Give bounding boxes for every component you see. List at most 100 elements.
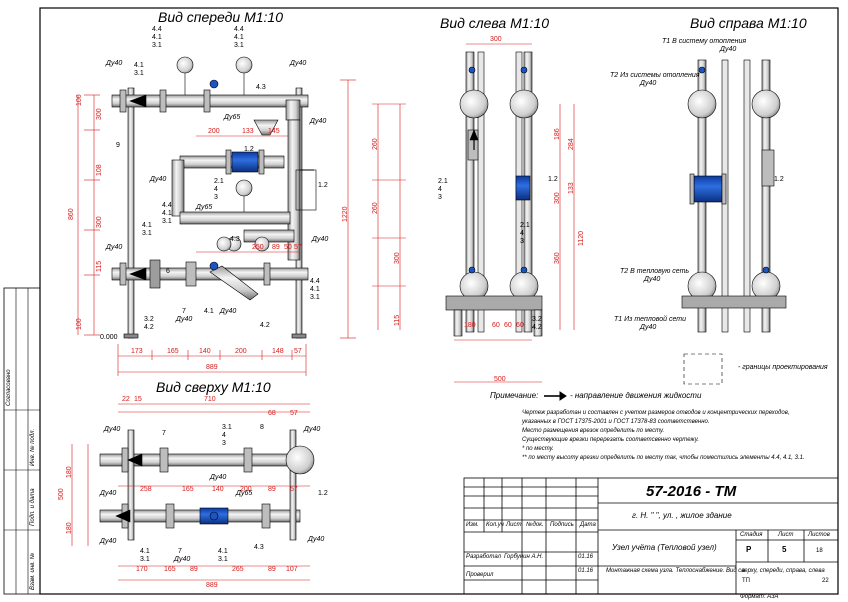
dim-top-b4: 265 — [232, 566, 244, 573]
label-4: 4 — [520, 230, 524, 237]
label-3: 3 — [438, 194, 442, 201]
label-1-2: 1.2 — [318, 490, 328, 497]
dim-front-pipe-3: 145 — [268, 128, 280, 135]
label-3-1: 3.1 — [162, 218, 172, 225]
label-4-1: 4.1 — [310, 286, 320, 293]
left-dimensions — [372, 43, 575, 383]
sheet-header: Лист — [778, 532, 794, 538]
label-1-2: 1.2 — [774, 176, 784, 183]
top-dimensions — [71, 403, 310, 581]
label-3-1: 3.1 — [222, 424, 232, 431]
dim-front-left-total: 860 — [68, 208, 75, 220]
document-number: 57-2016 - ТМ — [646, 483, 737, 500]
dim-front-left-6: 100 — [76, 318, 83, 330]
dim-top-m2: 165 — [182, 486, 194, 493]
label-9: 9 — [116, 142, 120, 149]
label-3-1: 3.1 — [152, 42, 162, 49]
label-du40: Ду40 — [308, 536, 325, 543]
dim-left-top: 300 — [490, 36, 502, 43]
sheets-header: Листов — [808, 532, 830, 538]
note-arrow-text: - направление движения жидкости — [570, 391, 702, 400]
label-2-1: 2.1 — [214, 178, 224, 185]
label-4-3: 4.3 — [254, 544, 264, 551]
label-4-2: 4.2 — [144, 324, 154, 331]
dim-top-l1: 180 — [66, 466, 73, 478]
dim-top-m1: 258 — [140, 486, 152, 493]
label-4-1: 4.1 — [134, 62, 144, 69]
label-4-4: 4.4 — [310, 278, 320, 285]
object-address: г. Н. " ", ул. , жилое здание — [632, 511, 732, 520]
label-du40: Ду40 — [176, 316, 193, 323]
dim-left-r1: 186 — [554, 128, 561, 140]
label-3-1: 3.1 — [310, 294, 320, 301]
title-block-lines — [463, 477, 839, 595]
dim-left-b3: 60 — [504, 322, 512, 329]
object-name: Узел учёта (Тепловой узел) — [612, 543, 717, 552]
stage-value: Р — [746, 545, 752, 554]
label-3: 3 — [520, 238, 524, 245]
label-7: 7 — [178, 548, 182, 555]
dim-left-b1: 180 — [464, 322, 476, 329]
label-du40: Ду40 — [150, 176, 167, 183]
label-4-1: 4.1 — [142, 222, 152, 229]
dim-front-3: 140 — [199, 348, 211, 355]
label-3-1: 3.1 — [142, 230, 152, 237]
sheet-value: 5 — [782, 545, 787, 554]
note-line-5: * по месту. — [522, 446, 554, 452]
label-t2-to-network: Т2 В тепловую сеть — [620, 268, 690, 275]
dim-front-left-3: 300 — [96, 216, 103, 228]
label-du40: Ду40 — [100, 538, 117, 545]
dim-front-right-total: 1220 — [342, 206, 349, 222]
note-title: Примечание: — [490, 391, 539, 400]
label-du40: Ду40 — [220, 308, 237, 315]
label-4-4: 4.4 — [234, 26, 244, 33]
dim-front-left-5: 100 — [76, 94, 83, 106]
front-view — [111, 56, 317, 339]
label-du40: Ду40 — [640, 324, 657, 331]
label-4-1: 4.1 — [204, 308, 214, 315]
label-7: 7 — [162, 430, 166, 437]
label-2-1: 2.1 — [438, 178, 448, 185]
dim-top-b5: 89 — [268, 566, 276, 573]
dim-top-b6: 107 — [286, 566, 298, 573]
label-du40: Ду40 — [644, 276, 661, 283]
label-du65: Ду65 — [236, 490, 253, 497]
dim-top-u5: 57 — [290, 410, 298, 417]
label-4-1: 4.1 — [152, 34, 162, 41]
dim-left-total: 500 — [494, 376, 506, 383]
dim-front-left-2: 108 — [96, 164, 103, 176]
label-4-1: 4.1 — [234, 34, 244, 41]
stamp-inv-orig: Инв. № подл. — [30, 428, 36, 466]
developer-date: 01.16 — [578, 554, 594, 560]
label-t1-from-network: Т1 Из тепловой сети — [614, 316, 687, 323]
label-3-1: 3.1 — [140, 556, 150, 563]
label-du40: Ду40 — [290, 60, 307, 67]
dim-front-pipe-1: 200 — [208, 128, 220, 135]
col-ndok: №док. — [526, 522, 544, 528]
dim-top-m6: 57 — [290, 486, 298, 493]
label-du40: Ду40 — [304, 426, 321, 433]
label-4-2: 4.2 — [260, 322, 270, 329]
sheet-format: Формат: А3А — [740, 594, 779, 600]
dim-top-m4: 200 — [240, 486, 252, 493]
label-du40: Ду40 — [106, 60, 123, 67]
developer-name: Горбунин А.Н. — [504, 554, 544, 560]
stamp-inv-replace: Взам. инв. № — [30, 552, 36, 590]
dim-top-total-v: 500 — [58, 488, 65, 500]
dim-front-mid-1: 250 — [252, 244, 264, 251]
label-1-2: 1.2 — [244, 146, 254, 153]
label-4-4: 4.4 — [152, 26, 162, 33]
dim-left-l2: 260 — [372, 202, 379, 214]
label-4-3: 4.3 — [230, 236, 240, 243]
dim-front-5: 148 — [272, 348, 284, 355]
label-4-1: 4.1 — [162, 210, 172, 217]
label-4-3: 4.3 — [256, 84, 266, 91]
label-8: 8 — [260, 424, 264, 431]
dim-left-l4: 115 — [394, 314, 401, 326]
label-3-1: 3.1 — [134, 70, 144, 77]
org-name-3: 22 — [822, 578, 829, 584]
note-line-6: ** по месту высоту врезки определить по … — [522, 455, 805, 461]
dim-left-r5: 133 — [568, 182, 575, 194]
col-list: Лист — [506, 522, 522, 528]
label-t2-from-heating: Т2 Из системы отопления — [610, 72, 700, 79]
